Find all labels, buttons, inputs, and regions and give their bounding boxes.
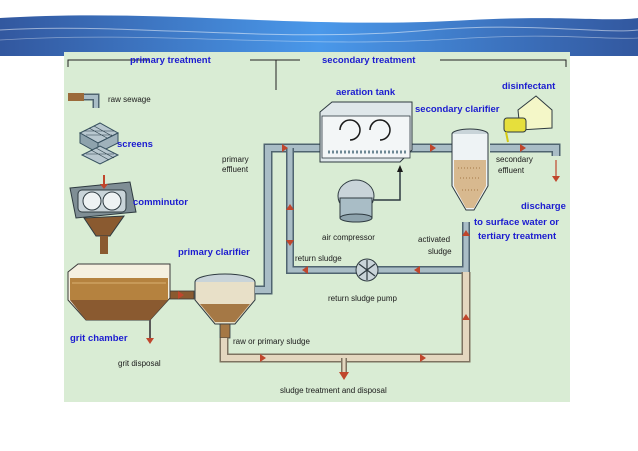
discharge-label-1: discharge [521, 201, 566, 212]
return-sludge-pump-label: return sludge pump [328, 294, 397, 303]
secondary-clarifier-icon [451, 128, 489, 211]
raw-sewage-pipe [68, 93, 100, 108]
activated-sludge-label-2: sludge [428, 247, 452, 256]
aeration-tank-label: aeration tank [336, 87, 396, 98]
discharge-label-2: to surface water or [474, 217, 559, 228]
secondary-effluent-label-1: secondary [496, 155, 533, 164]
return-sludge-pump-icon [355, 258, 379, 282]
activated-sludge-label-1: activated [418, 235, 451, 244]
disinfectant-icon [503, 95, 553, 143]
air-compressor-label: air compressor [322, 233, 375, 242]
sludge-treatment-label: sludge treatment and disposal [280, 386, 387, 395]
aeration-tank-icon [319, 101, 413, 163]
primary-clarifier-label: primary clarifier [178, 247, 250, 258]
discharge-label-3: tertiary treatment [478, 231, 557, 242]
comminutor-icon [69, 175, 137, 254]
screens-label: screens [117, 139, 153, 150]
primary-treatment-heading: primary treatment [130, 55, 211, 66]
secondary-effluent-label-2: effluent [498, 166, 525, 175]
secondary-clarifier-label: secondary clarifier [415, 104, 500, 115]
return-sludge-label: return sludge [295, 254, 342, 263]
grit-chamber-label: grit chamber [70, 333, 128, 344]
diagram-panel [64, 52, 570, 402]
grit-chamber-icon [67, 263, 195, 344]
screens-icon [78, 122, 120, 165]
primary-clarifier-icon [194, 273, 256, 339]
secondary-treatment-heading: secondary treatment [322, 55, 416, 66]
flow-arrows [178, 144, 560, 362]
section-brackets [67, 59, 567, 90]
header-band [0, 0, 638, 56]
air-compressor-icon [337, 165, 403, 223]
primary-effluent-label-1: primary [222, 155, 249, 164]
disinfectant-label: disinfectant [502, 81, 556, 92]
grit-disposal-label: grit disposal [118, 359, 161, 368]
primary-effluent-label-2: effluent [222, 165, 249, 174]
raw-sewage-label: raw sewage [108, 95, 151, 104]
comminutor-label: comminutor [133, 197, 188, 208]
raw-or-primary-sludge-label: raw or primary sludge [233, 337, 310, 346]
